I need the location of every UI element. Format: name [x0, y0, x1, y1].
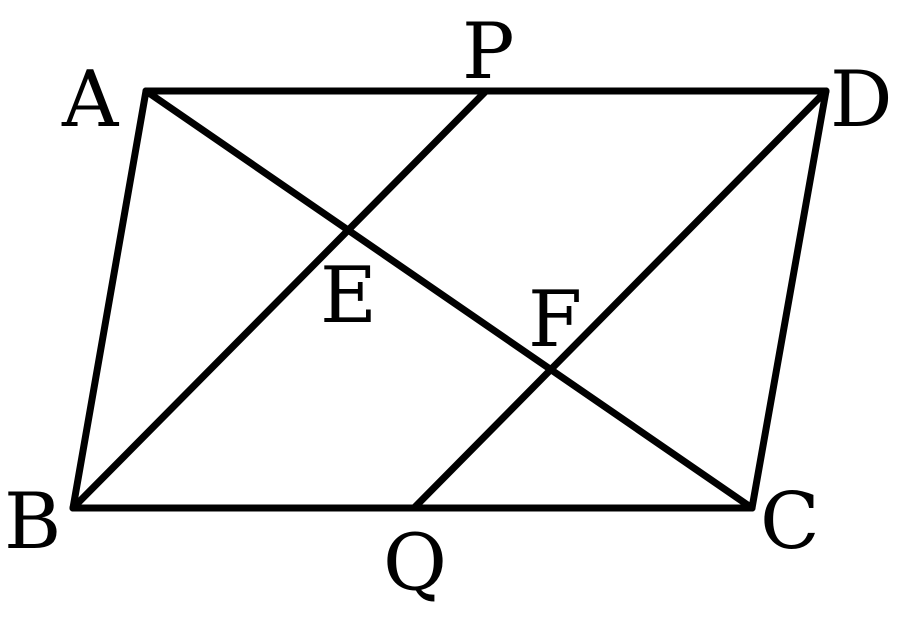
point-label-d: D	[830, 55, 893, 145]
point-label-e: E	[320, 251, 377, 341]
point-label-f: F	[528, 275, 582, 365]
point-label-q: Q	[383, 518, 447, 608]
segment-dc	[748, 87, 830, 512]
point-label-a: A	[61, 55, 120, 145]
point-label-b: B	[4, 477, 61, 567]
segment-bp	[69, 87, 490, 512]
point-label-c: C	[760, 477, 820, 567]
segment-ab	[69, 87, 150, 512]
point-label-p: P	[462, 7, 514, 97]
segment-dq	[410, 87, 830, 512]
segment-ac	[142, 87, 756, 512]
